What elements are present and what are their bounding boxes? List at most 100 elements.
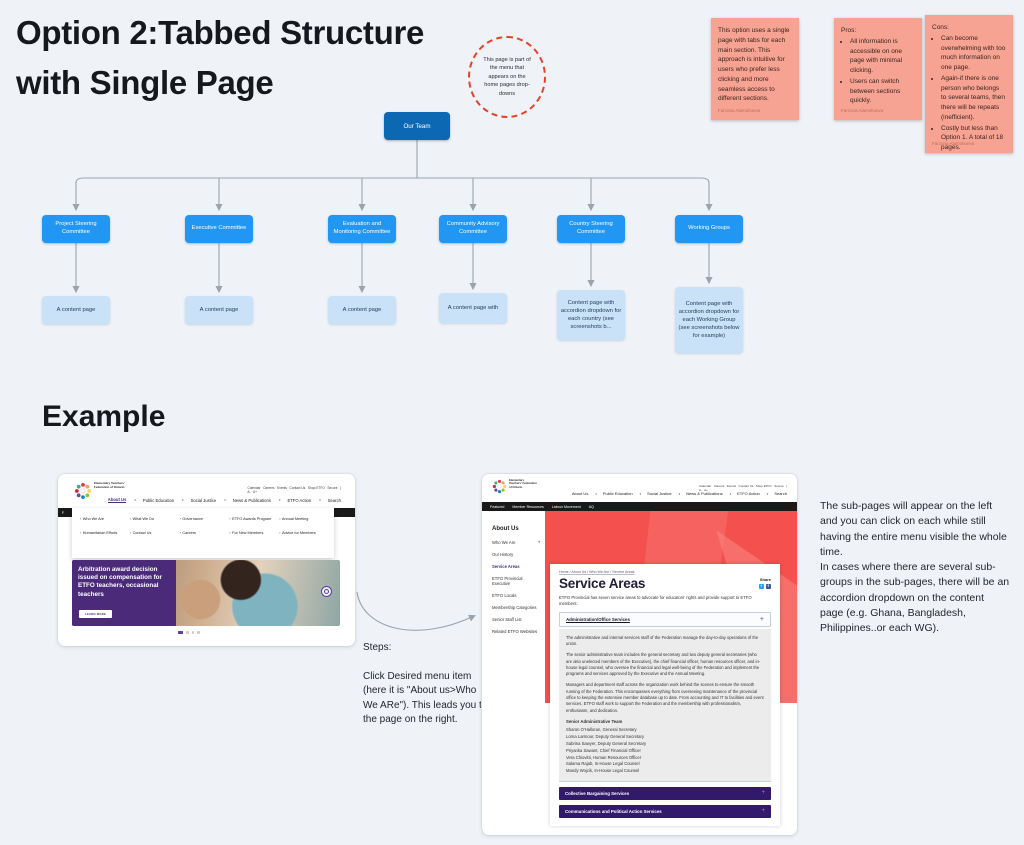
team-heading: Senior Administrative Team — [566, 718, 623, 724]
nav-social-justice[interactable]: Social Justice — [647, 491, 672, 496]
team-member: Sharon O'Halloran, General Secretary — [566, 727, 637, 733]
nav-search[interactable]: Search — [774, 491, 787, 496]
chevron-down-icon: ▾ — [182, 498, 184, 502]
etfo-logo: Elementary Teachers' Federation of Ontar… — [74, 481, 126, 500]
sticky-bullet: All information is accessible on one pag… — [850, 37, 915, 76]
content-panel: Home / About Us / Who We Are / Service A… — [550, 564, 780, 826]
nav-about-us[interactable]: About Us — [107, 497, 127, 503]
example-heading[interactable]: Example — [42, 400, 166, 433]
sidebar-title: About Us — [492, 526, 519, 532]
team-member: Priyanka Sawant, Chief Financial Officer — [566, 747, 641, 753]
board-title-line2: with Single Page — [16, 64, 274, 101]
nav-public-education[interactable]: Public Education — [142, 497, 175, 503]
content-page-node[interactable]: A content page — [42, 296, 110, 324]
main-nav: About Us ▾ Public Education ▾ Social Justi… — [107, 497, 341, 503]
nav-about-us[interactable]: About Us — [571, 491, 589, 496]
nav-social-justice[interactable]: Social Justice — [190, 497, 217, 503]
chevron-down-icon: ▾ — [538, 540, 540, 544]
facebook-icon[interactable]: f — [765, 583, 771, 589]
secondary-nav-sliver: F — [62, 510, 65, 515]
org-node-project-steering-committee[interactable]: Project Steering Committee — [42, 215, 110, 243]
sidebar-item-who-we-are[interactable]: Who We Are▾ — [492, 540, 540, 545]
font-size-controls[interactable]: A- A+ — [247, 490, 257, 494]
paragraph: The senior administrative team includes … — [566, 652, 761, 677]
org-node-working-groups[interactable]: Working Groups — [675, 215, 743, 243]
menu-item-humanitarian-efforts[interactable]: ›Humanitarian Efforts — [80, 531, 118, 535]
nav-public-education[interactable]: Public Education — [602, 491, 633, 496]
content-page-node[interactable]: A content page — [328, 296, 396, 324]
subpages-note[interactable]: The sub-pages will appear on the left an… — [820, 484, 1010, 636]
screenshot-service-areas-page[interactable]: Elementary Teachers' Federation of Ontar… — [482, 474, 797, 835]
secondary-nav-featured[interactable]: Featured — [490, 504, 505, 509]
content-page-node[interactable]: A content page — [185, 296, 253, 324]
sticky-author: Farzona Alamshoeva — [718, 108, 761, 114]
menu-item-who-we-are[interactable]: ›Who We Are — [80, 517, 105, 521]
secondary-nav-aq[interactable]: AQ — [588, 504, 594, 509]
team-member: Mandy Wojcik, In-House Legal Counsel — [566, 768, 640, 774]
secondary-nav-bar: Featured Member Resources Labour Movemen… — [482, 502, 797, 511]
about-us-dropdown-menu: ›Who We Are ›What We Do ›Governance ›ETF… — [72, 508, 334, 558]
sticky-author: Farzona Alamshoeva — [932, 141, 975, 147]
utility-links[interactable]: Calendar Careers Events Contact Us Shop … — [699, 484, 787, 488]
menu-item-etfo-awards-program[interactable]: ›ETFO Awards Program — [229, 517, 272, 521]
content-page-node[interactable]: Content page with accordion dropdown for… — [557, 290, 625, 340]
carousel-control-icon[interactable] — [321, 586, 332, 597]
nav-news-publications[interactable]: News & Publications — [686, 491, 723, 496]
sticky-bullet-list: Can become overwhelming with too much in… — [932, 34, 1006, 153]
steps-note[interactable]: Steps: Click Desired menu item (here it … — [363, 626, 488, 728]
utility-nav[interactable]: Calendar Careers Events Contact Us Shop … — [694, 480, 787, 496]
org-node-evaluation-monitoring-committee[interactable]: Evaluation and Monitoring Committee — [328, 215, 396, 243]
sticky-note-description[interactable]: This option uses a single page with tabs… — [711, 18, 799, 120]
carousel-dots[interactable] — [178, 631, 200, 634]
menu-item-governance[interactable]: ›Governance — [179, 517, 204, 521]
content-page-node[interactable]: A content page with — [439, 293, 507, 323]
content-page-node[interactable]: Content page with accordion dropdown for… — [675, 287, 743, 353]
secondary-nav-labour-movement[interactable]: Labour Movement — [551, 504, 581, 509]
annotation-circle[interactable]: This page is part of the menu that appea… — [468, 36, 546, 118]
secondary-nav-member-resources[interactable]: Member Resources — [512, 504, 544, 509]
menu-item-advice-for-members[interactable]: ›Advice for Members — [279, 531, 316, 535]
twitter-icon[interactable]: t — [758, 583, 764, 589]
board-title[interactable]: Option 2:Tabbed Structure with Single Pa… — [16, 8, 424, 108]
utility-links[interactable]: Calendar Careers Events Contact Us Shop … — [247, 486, 341, 490]
org-node-country-steering-committee[interactable]: Country Steering Committee — [557, 215, 625, 243]
caret-icon: › — [279, 517, 281, 521]
menu-item-annual-meeting[interactable]: ›Annual Meeting — [279, 517, 309, 521]
sidebar-item-senior-staff-list[interactable]: Senior Staff List — [492, 617, 522, 623]
etfo-logo-icon — [492, 479, 507, 494]
nav-etfo-action[interactable]: ETFO Action — [287, 497, 312, 503]
steps-label: Steps: — [363, 641, 392, 653]
org-node-executive-committee[interactable]: Executive Committee — [185, 215, 253, 243]
sidebar-item-etfo-provincial-executive[interactable]: ETFO Provincial Executive — [492, 575, 523, 587]
hero-title: Arbitration award decision issued on com… — [78, 566, 162, 598]
nav-search[interactable]: Search — [327, 497, 341, 503]
menu-item-for-new-members[interactable]: ›For New Members — [229, 531, 264, 535]
org-node-our-team[interactable]: Our Team — [384, 112, 450, 140]
sidebar-item-related-etfo-websites[interactable]: Related ETFO Websites — [492, 629, 538, 635]
paragraph: The administrative and internal services… — [566, 634, 759, 646]
caret-icon: › — [129, 531, 132, 535]
screenshot-home-page[interactable]: Elementary Teachers' Federation of Ontar… — [58, 474, 355, 646]
sidebar-item-our-history[interactable]: Our History — [492, 551, 514, 557]
font-size-controls[interactable]: A- A+ — [698, 488, 708, 492]
chevron-down-icon: ▾ — [224, 498, 226, 502]
sticky-note-cons[interactable]: Cons: Can become overwhelming with too m… — [925, 15, 1013, 153]
learn-more-button[interactable]: LEARN MORE — [79, 610, 113, 618]
breadcrumb[interactable]: Home / About Us / Who We Are / Service A… — [559, 570, 635, 574]
sidebar-item-membership-categories[interactable]: Membership Categories — [492, 605, 537, 611]
org-node-community-advisory-committee[interactable]: Community Advisory Committee — [439, 215, 507, 243]
sticky-note-pros[interactable]: Pros: All information is accessible on o… — [834, 18, 922, 120]
menu-item-what-we-do[interactable]: ›What We Do — [129, 517, 155, 521]
accordion-communications-political-action[interactable]: Communications and Political Action Serv… — [559, 804, 771, 818]
nav-etfo-action[interactable]: ETFO Action — [737, 491, 760, 496]
sidebar-item-service-areas[interactable]: Service Areas — [492, 563, 520, 569]
nav-news-publications[interactable]: News & Publications — [232, 497, 271, 503]
menu-item-contact-us[interactable]: ›Contact Us — [129, 531, 152, 535]
menu-item-careers[interactable]: ›Careers — [179, 531, 196, 535]
sidebar-item-etfo-locals[interactable]: ETFO Locals — [492, 593, 517, 599]
accordion-collective-bargaining-services[interactable]: Collective Bargaining Services + — [559, 786, 771, 800]
accordion-admin-office-services[interactable]: Administration/Office Services + — [559, 612, 771, 627]
utility-nav[interactable]: Calendar Careers Events Contact Us Shop … — [242, 482, 341, 498]
etfo-logo: Elementary Teachers' Federation of Ontar… — [492, 478, 537, 494]
